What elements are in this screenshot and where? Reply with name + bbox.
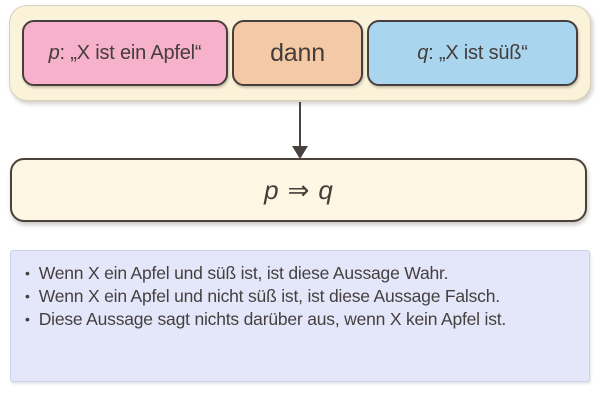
premise-q-statement: : „X ist süß“ (428, 41, 528, 64)
note-text: Wenn X ein Apfel und süß ist, ist diese … (38, 263, 449, 283)
connector-box: dann (232, 20, 363, 86)
premise-q-box: q: „X ist süß“ (367, 20, 578, 86)
note-text: Diese Aussage sagt nichts darüber aus, w… (38, 309, 507, 329)
premise-q-variable: q (417, 41, 429, 64)
implication-formula: p ⇒ q (264, 175, 333, 206)
note-item: • Wenn X ein Apfel und süß ist, ist dies… (25, 262, 575, 285)
premise-group: p: „X ist ein Apfel“ dann q: „X ist süß“ (9, 5, 591, 101)
bullet-icon: • (25, 265, 30, 281)
formula-rhs: q (318, 174, 333, 205)
arrow-line (299, 102, 301, 149)
connector-label: dann (270, 38, 325, 67)
premise-p-box: p: „X ist ein Apfel“ (22, 20, 228, 86)
implication-box: p ⇒ q (10, 158, 587, 222)
bullet-icon: • (25, 288, 30, 304)
note-item: • Wenn X ein Apfel und nicht süß ist, is… (25, 285, 575, 308)
note-text: Wenn X ein Apfel und nicht süß ist, ist … (38, 286, 500, 306)
formula-lhs: p (264, 174, 279, 205)
notes-list: • Wenn X ein Apfel und süß ist, ist dies… (25, 262, 575, 331)
premise-p-statement: : „X ist ein Apfel“ (59, 41, 202, 64)
notes-box: • Wenn X ein Apfel und süß ist, ist dies… (10, 250, 590, 382)
bullet-icon: • (25, 311, 30, 327)
premise-p-variable: p (48, 41, 60, 64)
note-item: • Diese Aussage sagt nichts darüber aus,… (25, 308, 575, 331)
implies-operator-icon: ⇒ (287, 174, 310, 205)
arrow-head (292, 146, 308, 159)
